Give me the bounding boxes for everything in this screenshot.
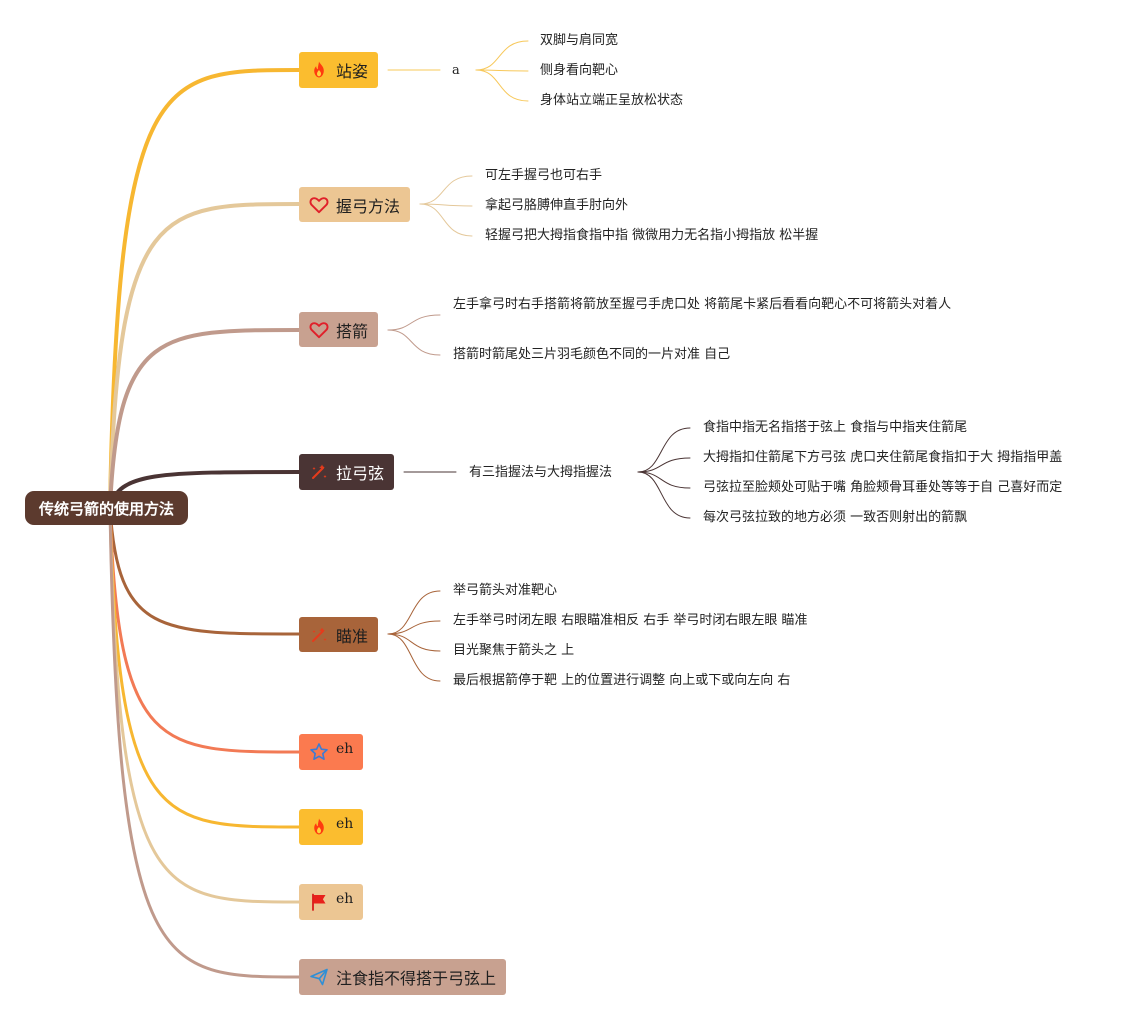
leaf-connector — [387, 633, 441, 652]
branch-subtopic[interactable]: 有三指握法与大拇指握法 — [469, 465, 613, 480]
branch-label: 搭箭 — [336, 321, 369, 341]
branch-label: eh — [336, 891, 354, 907]
branch-label: 瞄准 — [336, 626, 369, 646]
branch-connector — [108, 506, 301, 904]
leaf-connector — [387, 633, 441, 682]
leaf-connector — [475, 40, 529, 71]
leaf-connector — [637, 471, 691, 519]
sparkle-icon — [309, 625, 329, 645]
branch-topic-eh-flag[interactable]: eh — [299, 884, 364, 920]
leaf-topic[interactable]: 轻握弓把大拇指食指中指 微微用力无名指小拇指放 松半握 — [485, 228, 819, 243]
leaf-connector — [475, 69, 529, 72]
leaf-topic[interactable]: 目光聚焦于箭头之 上 — [453, 643, 575, 658]
star-icon — [309, 742, 329, 762]
branch-label: 拉弓弦 — [336, 464, 385, 483]
branch-topic-draw[interactable]: 拉弓弦 — [299, 454, 395, 490]
branch-topic-stance[interactable]: 站姿 — [299, 52, 379, 88]
branch-connector — [108, 506, 301, 754]
branch-connector — [108, 506, 301, 829]
send-icon — [309, 967, 329, 987]
leaf-connector — [387, 329, 441, 356]
leaf-topic[interactable]: 双脚与肩同宽 — [540, 33, 619, 48]
leaf-connector — [637, 457, 691, 473]
leaf-connector — [419, 175, 473, 205]
leaf-topic[interactable]: 左手举弓时闭左眼 右眼瞄准相反 右手 举弓时闭右眼左眼 瞄准 — [453, 613, 808, 628]
leaf-topic[interactable]: 大拇指扣住箭尾下方弓弦 虎口夹住箭尾食指扣于大 拇指指甲盖 — [703, 450, 1063, 465]
branch-topic-nock[interactable]: 搭箭 — [299, 312, 379, 347]
leaf-topic[interactable]: 侧身看向靶心 — [540, 63, 619, 78]
branch-topic-grip[interactable]: 握弓方法 — [299, 187, 411, 222]
root-topic-label: 传统弓箭的使用方法 — [39, 499, 175, 518]
leaf-connector — [637, 427, 691, 473]
leaf-connector — [387, 590, 441, 635]
branch-topic-eh-fire[interactable]: eh — [299, 809, 364, 845]
leaf-topic[interactable]: 最后根据箭停于靶 上的位置进行调整 向上或下或向左向 右 — [453, 673, 791, 688]
leaf-topic[interactable]: 食指中指无名指搭于弦上 食指与中指夹住箭尾 — [703, 420, 968, 435]
branch-label: eh — [336, 816, 354, 832]
heart-icon — [309, 320, 329, 340]
branch-connector — [108, 328, 301, 510]
leaf-topic[interactable]: 可左手握弓也可右手 — [485, 168, 603, 183]
leaf-topic[interactable]: 拿起弓胳膊伸直手肘向外 — [485, 198, 629, 213]
branch-subtopic[interactable]: a — [452, 63, 460, 78]
fire-icon — [309, 60, 329, 80]
branch-topic-eh-star[interactable]: eh — [299, 734, 364, 770]
leaf-topic[interactable]: 左手拿弓时右手搭箭将箭放至握弓手虎口处 将箭尾卡紧后看看向靶心不可将箭头对着人 — [453, 297, 952, 312]
branch-connector — [108, 506, 301, 979]
leaf-connector — [637, 471, 691, 489]
leaf-topic[interactable]: 每次弓弦拉致的地方必须 一致否则射出的箭飘 — [703, 510, 968, 525]
branch-label: 注食指不得搭于弓弦上 — [336, 969, 497, 988]
leaf-connector — [419, 203, 473, 237]
branch-connector — [108, 506, 301, 636]
root-topic[interactable]: 传统弓箭的使用方法 — [25, 491, 189, 525]
branch-label: eh — [336, 741, 354, 757]
leaf-topic[interactable]: 弓弦拉至脸颊处可贴于嘴 角脸颊骨耳垂处等等于自 己喜好而定 — [703, 480, 1063, 495]
branch-connector — [108, 68, 301, 510]
branch-label: 握弓方法 — [336, 196, 401, 216]
sparkle-icon — [309, 462, 329, 482]
leaf-topic[interactable]: 搭箭时箭尾处三片羽毛颜色不同的一片对准 自己 — [453, 347, 731, 362]
branch-topic-note[interactable]: 注食指不得搭于弓弦上 — [299, 959, 507, 995]
branch-label: 站姿 — [336, 62, 369, 81]
fire-icon — [309, 817, 329, 837]
leaf-connector — [387, 314, 441, 331]
leaf-connector — [387, 620, 441, 635]
flag-icon — [309, 892, 329, 912]
leaf-topic[interactable]: 身体站立端正呈放松状态 — [540, 93, 684, 108]
leaf-topic[interactable]: 举弓箭头对准靶心 — [453, 583, 558, 598]
branch-connector — [108, 202, 301, 510]
branch-topic-aim[interactable]: 瞄准 — [299, 617, 379, 652]
leaf-connector — [419, 203, 473, 207]
heart-icon — [309, 195, 329, 215]
leaf-connector — [475, 69, 529, 102]
